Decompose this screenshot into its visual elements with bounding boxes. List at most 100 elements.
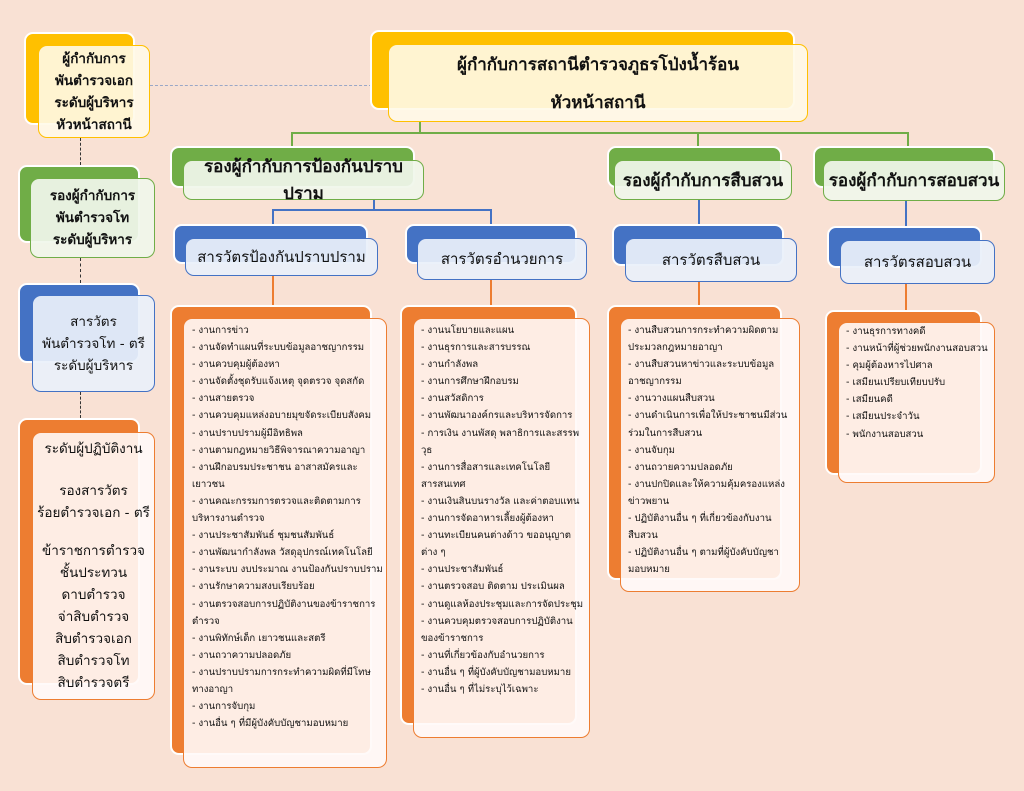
duty-item: - งานประชาสัมพันธ์: [421, 564, 504, 576]
duty-item: - งานปราบปรามผู้มีอิทธิพล: [192, 427, 303, 439]
legend-text: ข้าราชการตำรวจ: [42, 543, 145, 559]
legend-connector: [80, 392, 81, 418]
duty-item: - งานการข่าว: [192, 325, 249, 336]
duty-item: - งานการศึกษาฝึกอบรม: [421, 376, 519, 388]
legend-text: ชั้นประทวน: [59, 565, 128, 581]
duty-item: - งานควบคุมแหล่งอบายมุขจัดระเบียบสังคม: [192, 410, 372, 422]
inspector-box-prevention: สารวัตรป้องกันปราบปราม: [185, 238, 378, 276]
legend-text: สารวัตร: [70, 313, 117, 330]
legend-text: สิบตำรวจตรี: [57, 675, 130, 691]
legend-text: จ่าสิบตำรวจ: [57, 609, 130, 625]
duty-item: - งานเงินสินบนรางวัล และค่าตอบแทน: [421, 495, 580, 507]
legend-text: รองสารวัตร: [59, 483, 128, 499]
connector: [697, 132, 699, 146]
legend-text: ร้อยตำรวจเอก - ตรี: [37, 505, 150, 521]
duty-item: - งานกำลังพล: [421, 359, 479, 371]
legend-level-operational: ระดับผู้ปฏิบัติงาน รองสารวัตร ร้อยตำรวจเ…: [32, 432, 155, 700]
duty-item: - งานสวัสดิการ: [421, 393, 484, 405]
legend-text: พันตำรวจโท: [55, 210, 130, 226]
duty-box-administration: [413, 318, 590, 738]
duty-item: - งานวางแผนสืบสวน: [628, 393, 715, 405]
deputy-box-inquiry: รองผู้กำกับการสอบสวน: [823, 160, 1005, 201]
connector: [272, 276, 274, 306]
duty-item: - งานตรวจสอบการปฏิบัติงานของข้าราชการตำร…: [192, 598, 376, 627]
head-box: ผู้กำกับการสถานีตำรวจภูธรโป่งน้ำร้อน หัว…: [388, 44, 808, 122]
legend-text: ผู้กำกับการ: [62, 50, 126, 67]
duty-item: - งานอื่น ๆ ที่ไม่ระบุไว้เฉพาะ: [421, 683, 539, 695]
duty-item: - งานการจับกุม: [192, 701, 256, 713]
duty-item: - งานระบบ งบประมาณ งานป้องกันปราบปราม: [192, 564, 383, 576]
legend-text: ระดับผู้บริหาร: [53, 357, 134, 374]
connector: [698, 200, 700, 226]
duty-item: - งานที่เกี่ยวข้องกับอำนวยการ: [421, 649, 545, 661]
legend-text: ระดับผู้บริหาร: [52, 232, 133, 248]
duty-item: - เสมียนประจำวัน: [846, 411, 920, 423]
duty-item: - งานคณะกรรมการตรวจและติดตามการบริหารงาน…: [192, 495, 361, 525]
duty-item: - งานหน้าที่ผู้ช่วยพนักงานสอบสวน: [846, 343, 988, 355]
inspector-box-inquiry: สารวัตรสอบสวน: [840, 240, 995, 284]
legend-text: สิบตำรวจเอก: [55, 631, 132, 647]
connector: [291, 132, 909, 134]
inspector-box-administration: สารวัตรอำนวยการ: [417, 238, 587, 280]
connector: [907, 132, 909, 146]
duty-item: - ปฏิบัติงานอื่น ๆ ที่เกี่ยวข้องกับงานสื…: [628, 513, 772, 542]
connector: [291, 132, 293, 146]
inspector-label: สารวัตรป้องกันปราบปราม: [197, 248, 366, 266]
head-subtitle: หัวหน้าสถานี: [550, 92, 646, 113]
connector: [490, 280, 492, 306]
duty-item: - งานสืบสวนการกระทำความผิดตามประมวลกฎหมา…: [628, 325, 779, 354]
legend-text: หัวหน้าสถานี: [56, 116, 132, 133]
duty-item: - พนักงานสอบสวน: [846, 428, 924, 440]
legend-text: พันตำรวจโท - ตรี: [42, 335, 145, 352]
deputy-box-investigation: รองผู้กำกับการสืบสวน: [614, 160, 792, 200]
deputy-box-prevention: รองผู้กำกับการป้องกันปราบปราม: [183, 157, 424, 204]
duty-item: - งานถวาความปลอดภัย: [192, 649, 292, 661]
duty-item: - งานสายตรวจ: [192, 393, 255, 405]
duty-item: - งานถวายความปลอดภัย: [628, 461, 733, 473]
legend-connector: [150, 85, 372, 86]
duty-item: - งานพัฒนาองค์กรและบริหารจัดการ: [421, 410, 573, 422]
duty-list-inquiry: - งานธุรการทางคดี- งานหน้าที่ผู้ช่วยพนัก…: [846, 323, 992, 443]
duty-item: - งานจัดทำแผนที่ระบบข้อมูลอาชญากรรม: [192, 342, 365, 354]
duty-item: - งานประชาสัมพันธ์ ชุมชนสัมพันธ์: [192, 530, 335, 542]
duty-item: - งานทะเบียนคนต่างด้าว ขออนุญาตต่าง ๆ: [421, 530, 571, 559]
legend-text: ระดับผู้บริหาร: [54, 94, 134, 111]
legend-text: ดาบตำรวจ: [61, 587, 126, 603]
legend-connector: [80, 258, 81, 283]
duty-item: - งานนโยบายและแผน: [421, 325, 515, 336]
duty-item: - งานพิทักษ์เด็ก เยาวชนและสตรี: [192, 632, 326, 644]
duty-item: - เสมียนเปรียบเทียบปรับ: [846, 377, 946, 389]
deputy-label: รองผู้กำกับการสอบสวน: [828, 171, 1000, 191]
legend-text: รองผู้กำกับการ: [49, 188, 136, 204]
duty-item: - งานควบคุมผู้ต้องหา: [192, 359, 280, 371]
duty-list-investigation: - งานสืบสวนการกระทำความผิดตามประมวลกฎหมา…: [628, 322, 796, 578]
duty-item: - งานพัฒนากำลังพล วัสดุอุปกรณ์เทคโนโลยี: [192, 547, 373, 559]
duty-item: - ปฏิบัติงานอื่น ๆ ตามที่ผู้บังคับบัญชาม…: [628, 547, 779, 576]
duty-item: - งานควบคุมตรวจสอบการปฏิบัติงานของข้าราช…: [421, 615, 573, 644]
legend-connector: [80, 138, 81, 165]
legend-level-inspector: สารวัตร พันตำรวจโท - ตรี ระดับผู้บริหาร: [32, 295, 155, 392]
duty-item: - งานจัดตั้งชุดรับแจ้งเหตุ จุดตรวจ จุดสก…: [192, 376, 365, 388]
duty-item: - งานดูแลห้องประชุมและการจัดประชุม: [421, 598, 584, 610]
duty-item: - เสมียนคดี: [846, 394, 893, 406]
duty-box-investigation: [620, 318, 800, 592]
legend-level-deputy: รองผู้กำกับการ พันตำรวจโท ระดับผู้บริหาร: [30, 178, 155, 258]
duty-item: - คุมผู้ต้องหารไปศาล: [846, 360, 933, 372]
duty-item: - งานการสื่อสารและเทคโนโลยีสารสนเทศ: [421, 461, 551, 490]
duty-list-administration: - งานนโยบายและแผน - งานธุรการและสารบรรณ - …: [421, 322, 587, 698]
duty-list-prevention: - งานการข่าว - งานจัดทำแผนที่ระบบข้อมูลอา…: [192, 322, 384, 732]
connector: [419, 122, 421, 133]
connector: [272, 209, 274, 224]
duty-item: - งานรักษาความสงบเรียบร้อย: [192, 581, 315, 593]
legend-title: ระดับผู้ปฏิบัติงาน: [44, 441, 143, 457]
legend-level-superintendent: ผู้กำกับการ พันตำรวจเอก ระดับผู้บริหาร ห…: [38, 45, 150, 138]
legend-text: สิบตำรวจโท: [57, 653, 130, 669]
duty-item: - งานจับกุม: [628, 444, 675, 456]
duty-item: - งานอื่น ๆ ที่มีผู้บังคับบัญชามอบหมาย: [192, 718, 349, 730]
inspector-box-investigation: สารวัตรสืบสวน: [625, 238, 797, 282]
deputy-label: รองผู้กำกับการป้องกันปราบปราม: [204, 157, 403, 204]
duty-item: - งานปราบปรามการกระทำความผิดที่มีโทษทางอ…: [192, 666, 371, 695]
legend-text: พันตำรวจเอก: [54, 72, 134, 89]
duty-item: - งานดำเนินการเพื่อให้ประชาชนมีส่วนร่วมใ…: [628, 410, 788, 439]
duty-item: - งานธุรการและสารบรรณ: [421, 342, 531, 354]
